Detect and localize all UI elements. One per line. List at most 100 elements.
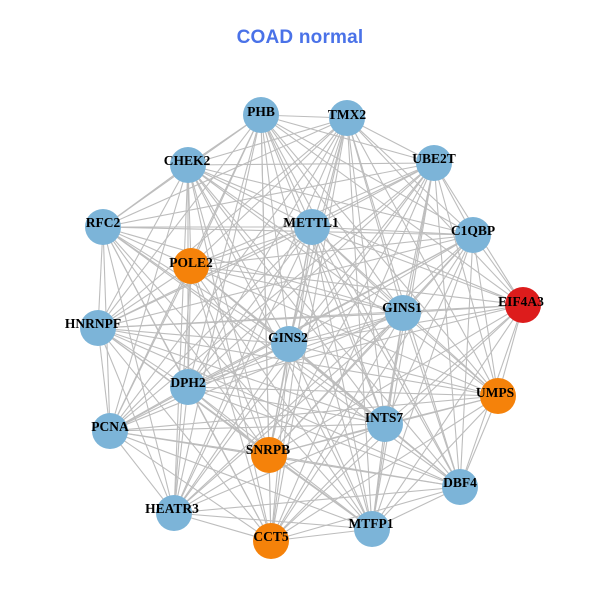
edge-line [102,117,348,228]
edge-line [270,395,499,542]
node-circle[interactable] [480,378,516,414]
graph-node[interactable]: UMPS [476,378,516,414]
edge-line [187,386,499,397]
node-circle[interactable] [80,310,116,346]
node-circle[interactable] [156,495,192,531]
edge-line [173,312,404,514]
edge-line [311,117,348,228]
node-circle[interactable] [329,100,365,136]
edge-line [288,312,404,345]
edge-line [190,265,272,542]
node-circle[interactable] [253,523,289,559]
edge-line [472,234,499,397]
edge-line [384,234,474,425]
edge-line [97,327,290,345]
node-circle[interactable] [170,147,206,183]
node-circle[interactable] [455,217,491,253]
node-label: GINS2 [268,330,308,345]
node-circle[interactable] [173,248,209,284]
edge-line [187,114,262,388]
node-label: C1QBP [451,223,495,238]
edge-line [346,117,404,314]
graph-node[interactable]: POLE2 [169,248,213,284]
edge-line [109,162,435,432]
edge-line [260,114,435,164]
edge-line [173,512,373,530]
edge-line [260,114,386,425]
graph-node[interactable]: PCNA [91,413,129,449]
edge-line [311,226,461,488]
edge-line [187,164,270,456]
graph-node[interactable]: INTS7 [365,406,404,442]
edge-line [187,164,461,488]
graph-node[interactable]: METTL1 [283,209,339,245]
edge-line [346,117,474,236]
edge-line [190,265,499,397]
edge-line [288,234,474,345]
graph-node[interactable]: C1QBP [451,217,495,253]
edge-line [270,117,348,542]
edge-line [190,265,373,530]
graph-node[interactable]: CHEK2 [164,147,211,183]
node-circle[interactable] [243,97,279,133]
node-label: PHB [247,104,275,119]
edge-line [97,327,175,514]
edge-line [268,454,461,488]
graph-node[interactable]: SNRPB [246,437,290,473]
node-circle[interactable] [505,287,541,323]
node-circle[interactable] [442,469,478,505]
node-circle[interactable] [251,437,287,473]
node-label: CHEK2 [164,153,211,168]
node-circle[interactable] [385,295,421,331]
graph-node[interactable]: HNRNPF [65,310,121,346]
graph-node[interactable]: GINS2 [268,326,308,362]
node-label: HNRNPF [65,316,121,331]
edge-line [268,304,524,456]
edge-line [187,343,290,388]
node-circle[interactable] [85,209,121,245]
node-circle[interactable] [367,406,403,442]
edge-line [109,395,499,432]
edge-line [97,327,499,397]
edge-line [187,386,386,425]
node-label: INTS7 [365,410,404,425]
node-circle[interactable] [271,326,307,362]
node-circle[interactable] [170,369,206,405]
node-circle[interactable] [92,413,128,449]
edge-line [187,117,348,166]
graph-node[interactable]: RFC2 [85,209,121,245]
graph-node[interactable]: UBE2T [412,145,456,181]
edge-line [187,304,524,388]
node-label: PCNA [91,419,129,434]
graph-node[interactable]: TMX2 [328,100,366,136]
node-circle[interactable] [416,145,452,181]
edge-line [173,164,189,514]
edge-line [190,265,270,456]
node-label: UBE2T [412,151,456,166]
edge-line [371,234,474,530]
graph-node[interactable]: GINS1 [382,295,422,331]
edge-line [260,114,404,314]
edge-line [288,343,373,530]
graph-node[interactable]: CCT5 [253,523,289,559]
graph-node[interactable]: PHB [243,97,279,133]
edge-line [260,114,313,228]
graph-node[interactable]: HEATR3 [145,495,199,531]
edge-line [402,312,461,488]
graph-node[interactable]: DPH2 [170,369,206,405]
edge-line [190,234,474,267]
graph-node[interactable]: MTFP1 [349,511,394,547]
graph-node[interactable]: DBF4 [442,469,478,505]
edge-line [109,265,192,432]
edge-line [187,164,290,345]
graph-node[interactable]: EIF4A3 [498,287,544,323]
edge-line [97,327,272,542]
node-circle[interactable] [294,209,330,245]
edge-line [190,117,348,267]
node-label: RFC2 [86,215,121,230]
edge-line [268,423,386,456]
edge-line [97,162,435,329]
node-circle[interactable] [354,511,390,547]
